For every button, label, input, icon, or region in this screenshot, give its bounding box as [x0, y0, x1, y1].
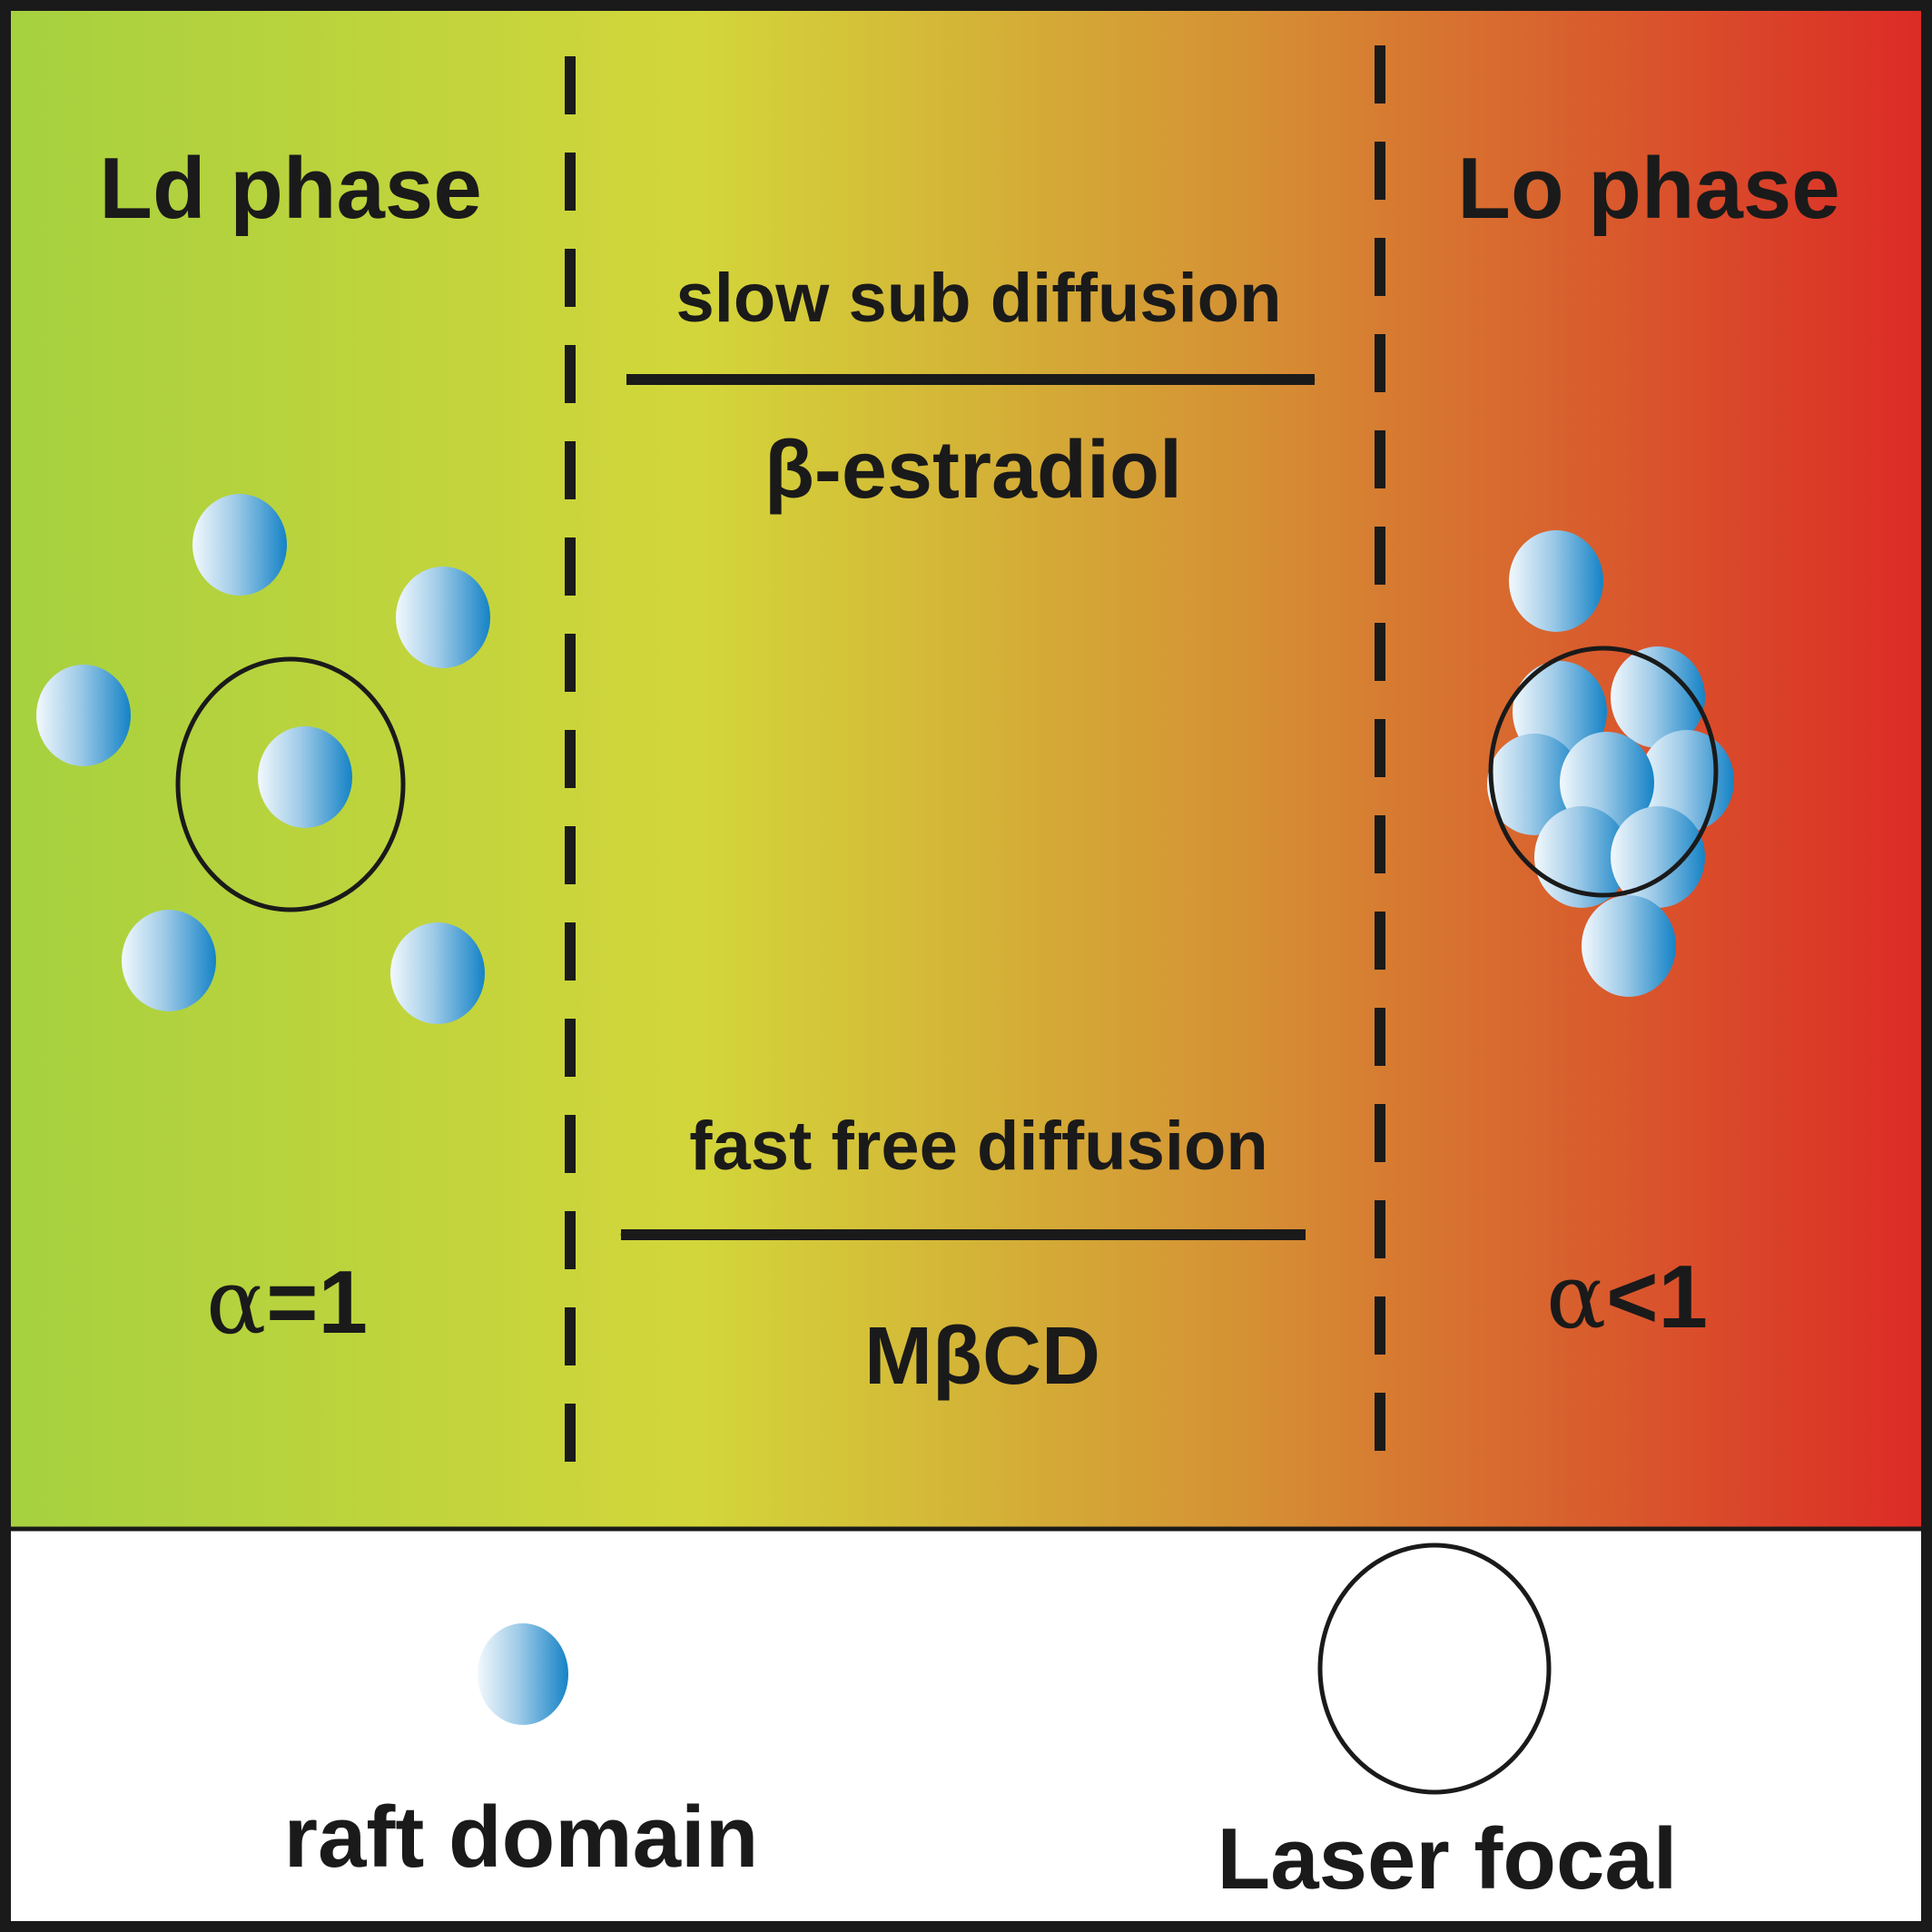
- lo-laser-focal: [1488, 646, 1719, 898]
- ld-laser-focal: [175, 656, 406, 912]
- slow-sub-diffusion-label: slow sub diffusion: [675, 260, 1281, 337]
- raft-domain: [258, 726, 352, 828]
- raft-domain: [1611, 806, 1705, 908]
- ld-raft-domains: [36, 494, 490, 1024]
- ld-phase-title: Ld phase: [99, 140, 481, 237]
- raft-domain: [390, 922, 485, 1024]
- raft-domain: [1611, 646, 1705, 748]
- raft-domain: [1582, 895, 1676, 997]
- raft-domain: [1509, 530, 1603, 632]
- alpha-equals-one: α=1: [206, 1251, 368, 1355]
- legend-laser-label: Laser focal: [1217, 1810, 1678, 1907]
- legend-laser-icon: [1317, 1543, 1552, 1795]
- beta-estradiol-label: β-estradiol: [764, 425, 1182, 516]
- fast-free-diffusion-label: fast free diffusion: [689, 1108, 1268, 1185]
- raft-domain: [36, 665, 131, 766]
- raft-domain: [396, 567, 490, 668]
- raft-domain: [122, 910, 216, 1011]
- legend-raft-icon: [478, 1623, 568, 1725]
- legend-raft-label: raft domain: [284, 1789, 759, 1886]
- raft-domain: [1487, 734, 1582, 835]
- alpha-less-than-one: α<1: [1546, 1246, 1708, 1349]
- mbcd-label: MβCD: [864, 1311, 1100, 1402]
- raft-domain: [192, 494, 287, 596]
- lo-phase-title: Lo phase: [1457, 140, 1839, 237]
